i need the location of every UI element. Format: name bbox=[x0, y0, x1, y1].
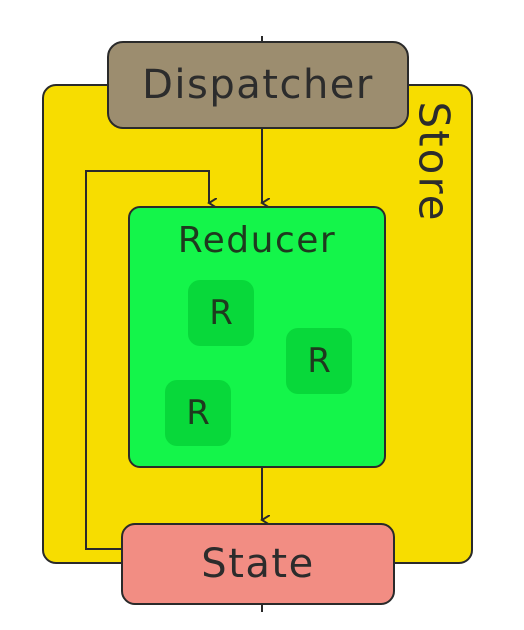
reducer-child-2: R bbox=[286, 328, 352, 394]
store-label: Store bbox=[409, 101, 459, 223]
dispatcher-label: Dispatcher bbox=[142, 62, 374, 108]
reducer-child-label: R bbox=[186, 393, 210, 433]
state-label: State bbox=[201, 541, 315, 587]
reducer-child-label: R bbox=[307, 341, 331, 381]
reducer-node: Reducer R R R bbox=[128, 206, 386, 468]
dispatcher-node: Dispatcher bbox=[107, 41, 409, 129]
reducer-child-3: R bbox=[165, 380, 231, 446]
reducer-child-1: R bbox=[188, 280, 254, 346]
reducer-child-label: R bbox=[209, 293, 233, 333]
reducer-label: Reducer bbox=[177, 220, 337, 261]
state-node: State bbox=[121, 523, 395, 605]
